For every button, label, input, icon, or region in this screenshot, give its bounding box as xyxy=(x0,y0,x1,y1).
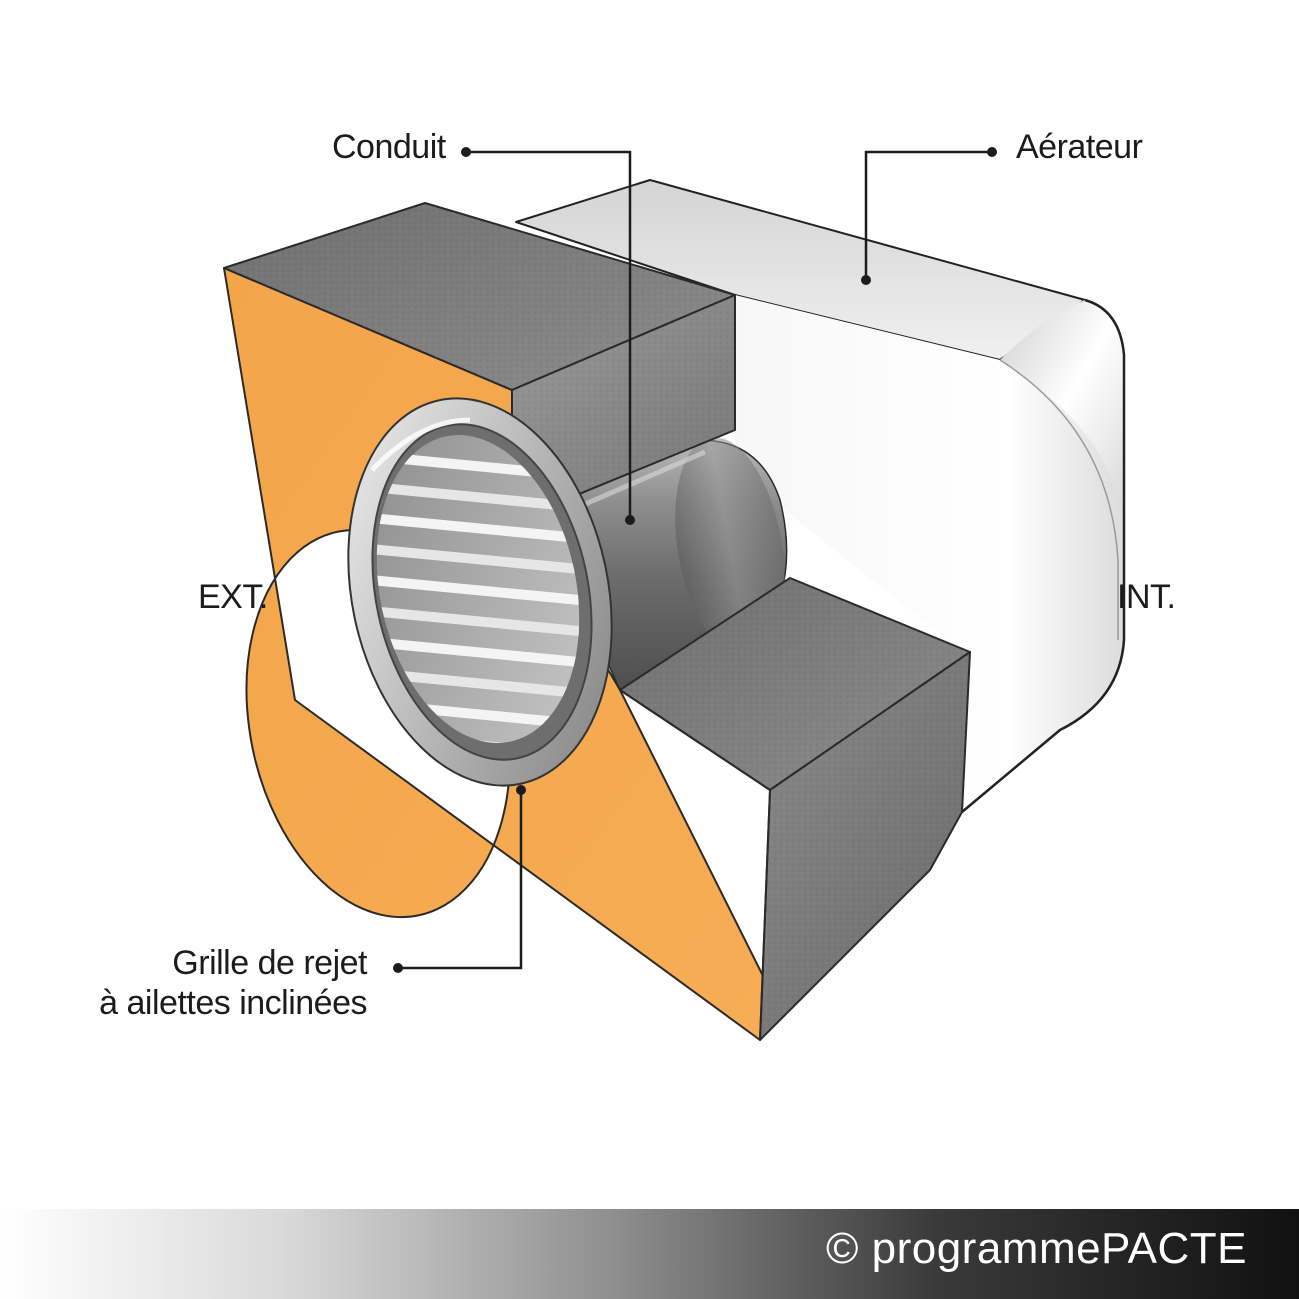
interior-label: INT. xyxy=(1117,578,1176,616)
conduit-dot-end xyxy=(625,515,635,525)
upper-block-top-texture xyxy=(224,203,735,390)
aerateur-dot-start xyxy=(987,147,997,157)
upper-block-side-texture xyxy=(512,295,735,510)
lower-block-front-edge xyxy=(619,689,772,1041)
copyright-text: © programmePACTE xyxy=(825,1224,1247,1273)
grille-dot-end xyxy=(516,785,526,795)
aerator-inner-contour xyxy=(999,359,1119,640)
grille-label-line2: à ailettes inclinées xyxy=(99,984,367,1022)
conduit-dot-start xyxy=(461,147,471,157)
aerator-front-face xyxy=(735,295,1124,812)
aerator-unit xyxy=(515,179,1126,813)
conduit-leader xyxy=(466,150,632,520)
aerateur-label: Aérateur xyxy=(1016,128,1143,166)
grille-leader xyxy=(398,790,523,970)
conduit-label: Conduit xyxy=(332,128,446,166)
leader-dots xyxy=(393,147,997,973)
footer-gradient-band xyxy=(0,1209,1299,1299)
grille-label-line1: Grille de rejet xyxy=(172,944,367,982)
leader-lines xyxy=(398,150,992,970)
grille-dot-start xyxy=(393,963,403,973)
grille-label: Grille de rejet à ailettes inclinées xyxy=(99,943,367,1023)
aerateur-leader xyxy=(864,150,992,280)
lower-block-side-texture xyxy=(760,652,970,1040)
exterior-label: EXT. xyxy=(198,578,268,616)
exhaust-grille xyxy=(347,397,613,787)
lower-block-top-texture xyxy=(620,578,970,790)
aerateur-dot-end xyxy=(861,275,871,285)
grille-ring-highlight xyxy=(370,417,471,472)
aerator-outline xyxy=(961,298,1126,813)
